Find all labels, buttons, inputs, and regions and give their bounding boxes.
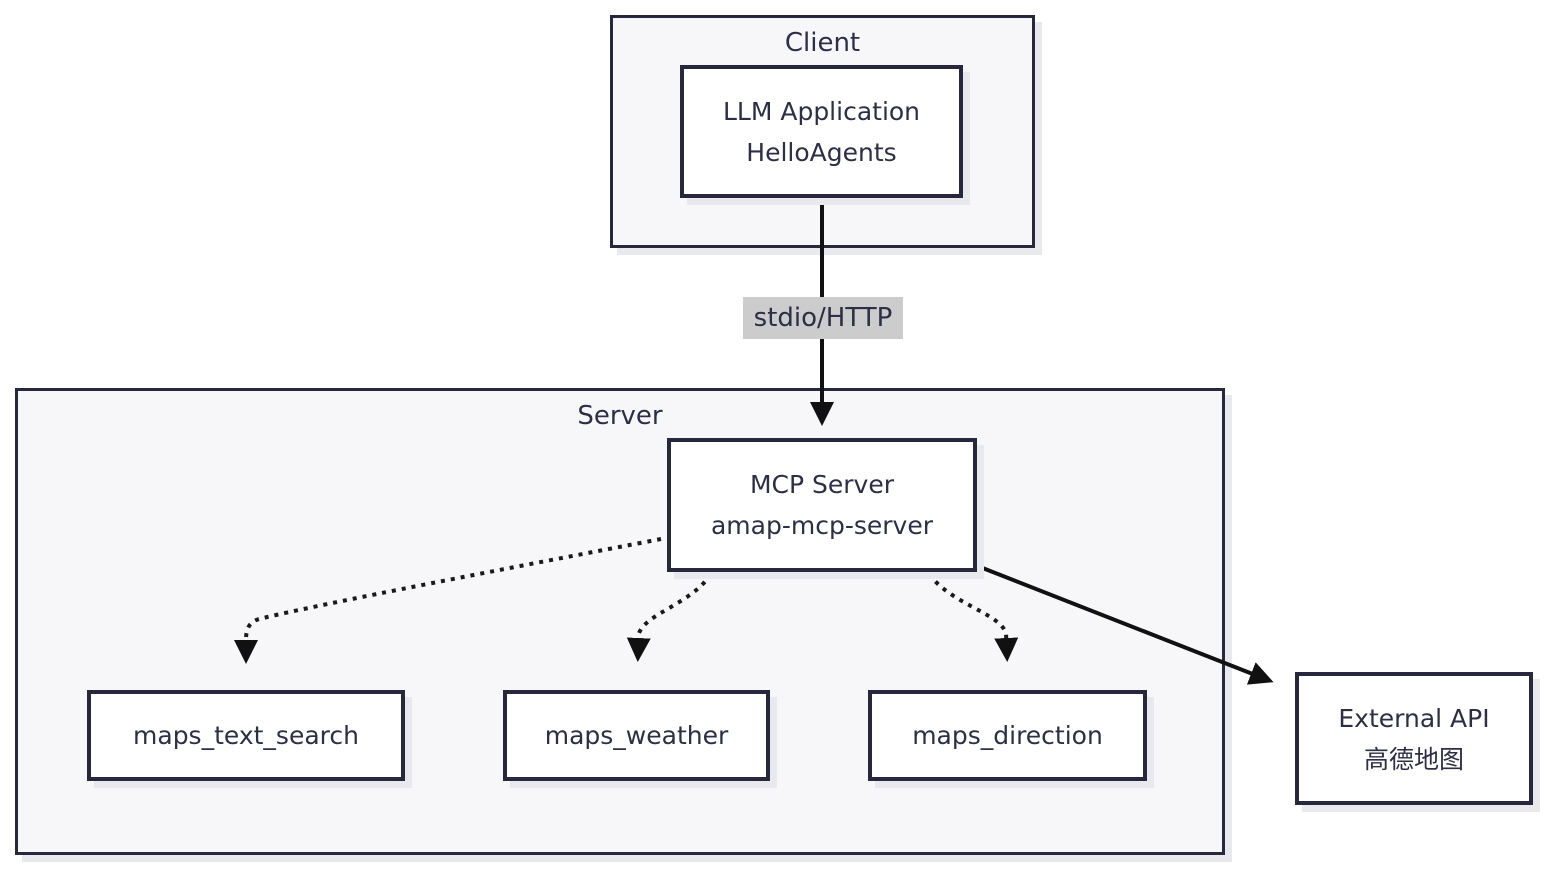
llm-application-line2: HelloAgents xyxy=(746,137,897,167)
edge-mcp-to-external xyxy=(979,565,1274,685)
tool-node-maps-weather: maps_weather xyxy=(503,690,770,781)
edge-mcp-to-maps-weather xyxy=(626,572,713,662)
external-api-line1: External API xyxy=(1338,703,1490,733)
tool-label-maps-text-search: maps_text_search xyxy=(133,721,359,750)
mcp-server-line2: amap-mcp-server xyxy=(710,511,933,540)
llm-application-line1: LLM Application xyxy=(722,96,921,126)
external-api-line2: 高德地图 xyxy=(1363,744,1464,774)
server-container-label: Server xyxy=(577,401,663,431)
edge-mcp-to-maps-text-search xyxy=(234,537,662,664)
llm-application-node: LLM Application HelloAgents xyxy=(680,65,963,198)
tool-node-maps-text-search: maps_text_search xyxy=(87,690,405,781)
mcp-server-node: MCP Server amap-mcp-server xyxy=(667,438,977,572)
mcp-server-line1: MCP Server xyxy=(749,470,895,499)
stdio-http-edge-label: stdio/HTTP xyxy=(743,297,903,339)
tool-node-maps-direction: maps_direction xyxy=(868,690,1147,781)
external-api-node: External API 高德地图 xyxy=(1295,672,1533,805)
client-container-label: Client xyxy=(784,28,861,58)
tool-label-maps-weather: maps_weather xyxy=(544,721,729,750)
edge-mcp-to-maps-direction xyxy=(927,572,1019,662)
tool-label-maps-direction: maps_direction xyxy=(912,721,1103,750)
